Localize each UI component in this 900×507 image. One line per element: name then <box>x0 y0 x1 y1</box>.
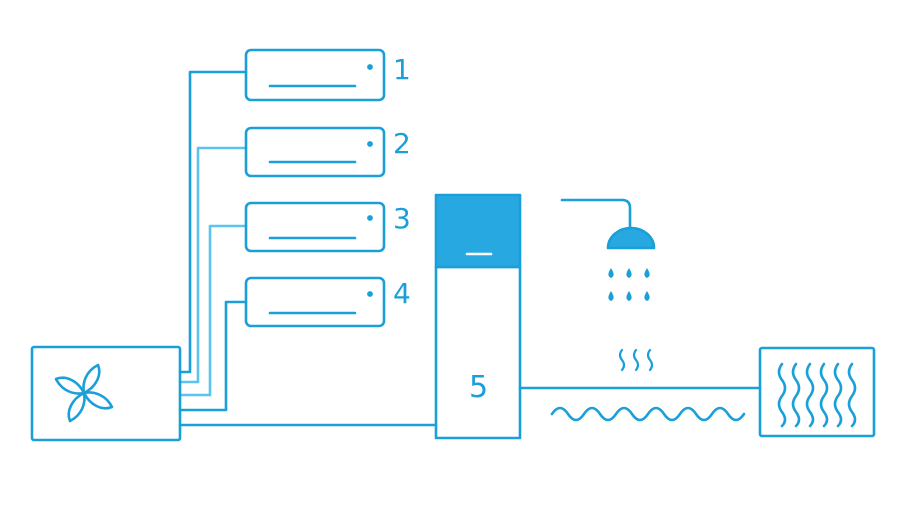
refrigerant-pipes <box>178 70 762 427</box>
indoor-unit-4-label: 4 <box>393 277 411 310</box>
indoor-unit-3-body <box>244 201 386 253</box>
indoor-unit-2-led <box>367 141 373 147</box>
tank-unit <box>434 193 522 440</box>
indoor-unit-4-body <box>244 276 386 328</box>
shower-icon <box>560 198 656 250</box>
indoor-unit-2-label: 2 <box>393 127 411 160</box>
outdoor-unit-body <box>30 345 182 442</box>
water-drops <box>608 268 650 301</box>
indoor-unit-4-led <box>367 291 373 297</box>
indoor-unit-3-label: 3 <box>393 202 411 235</box>
pipe-unit-4 <box>178 300 248 412</box>
fan-icon <box>54 363 114 423</box>
indoor-unit-1-label: 1 <box>393 53 411 86</box>
radiator-body <box>758 346 876 438</box>
tank-top-panel <box>434 193 522 269</box>
indoor-unit-3 <box>244 201 386 253</box>
indoor-unit-4 <box>244 276 386 328</box>
pipe-unit-3 <box>178 224 248 397</box>
pipe-unit-1 <box>178 70 248 374</box>
radiator-icon <box>758 346 876 438</box>
shower-head <box>606 226 656 250</box>
tank-label: 5 <box>469 370 488 405</box>
indoor-unit-2-body <box>244 126 386 178</box>
indoor-unit-1-body <box>244 48 386 102</box>
shower-pipe <box>560 198 632 230</box>
pipe-unit-2 <box>178 146 248 384</box>
heat-waves-icon <box>618 348 654 372</box>
tank-body <box>434 265 522 440</box>
underfloor-heating-icon <box>550 406 746 422</box>
indoor-unit-2 <box>244 126 386 178</box>
indoor-unit-1-led <box>367 64 373 70</box>
outdoor-unit <box>30 345 182 442</box>
indoor-unit-1 <box>244 48 386 102</box>
indoor-unit-3-led <box>367 215 373 221</box>
